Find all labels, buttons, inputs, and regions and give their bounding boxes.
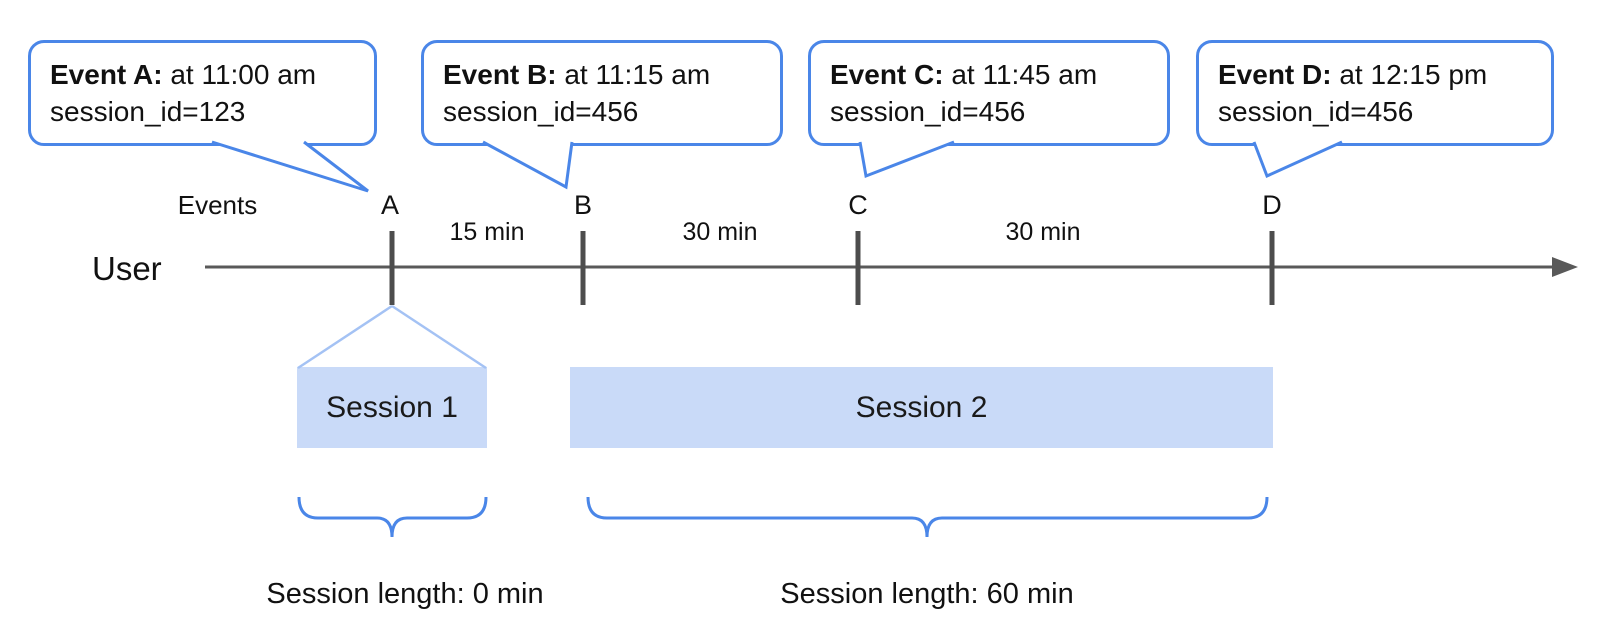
- session-2-length-label: Session length: 60 min: [780, 578, 1074, 610]
- session-1-label: Session 1: [326, 390, 458, 424]
- callout-tail-b: [482, 140, 574, 190]
- brace-session-2: [586, 496, 1269, 538]
- session-1-bar: Session 1: [297, 367, 487, 448]
- interval-b-c: 30 min: [682, 218, 758, 246]
- callout-event-b-session: session_id=456: [443, 96, 639, 127]
- callout-event-d-title: Event D:: [1218, 59, 1332, 90]
- interval-c-d: 30 min: [1005, 218, 1081, 246]
- callout-tail-d: [1252, 140, 1343, 179]
- callout-event-b: Event B: at 11:15 am session_id=456: [421, 40, 783, 146]
- event-mark-d: D: [1262, 190, 1282, 220]
- session-2-label: Session 2: [855, 390, 988, 424]
- callout-event-c-session: session_id=456: [830, 96, 1026, 127]
- callout-event-b-line1: Event B: at 11:15 am: [443, 56, 761, 93]
- callout-event-a-line1: Event A: at 11:00 am: [50, 56, 355, 93]
- callout-event-d-session: session_id=456: [1218, 96, 1414, 127]
- callout-event-a-session: session_id=123: [50, 96, 246, 127]
- event-mark-c: C: [848, 190, 868, 220]
- event-mark-b: B: [573, 190, 592, 220]
- callout-event-d-time: at 12:15 pm: [1339, 59, 1488, 90]
- callout-event-a-title: Event A:: [50, 59, 163, 90]
- session-2-bar: Session 2: [570, 367, 1273, 448]
- callout-event-b-title: Event B:: [443, 59, 557, 90]
- interval-a-b: 15 min: [449, 218, 525, 246]
- events-row-label: Events: [177, 190, 258, 220]
- callout-event-c-title: Event C:: [830, 59, 944, 90]
- callout-event-d: Event D: at 12:15 pm session_id=456: [1196, 40, 1554, 146]
- funnel-line-right: [391, 304, 487, 370]
- callout-event-d-line1: Event D: at 12:15 pm: [1218, 56, 1532, 93]
- callout-event-b-time: at 11:15 am: [564, 59, 711, 90]
- callout-event-c-line1: Event C: at 11:45 am: [830, 56, 1148, 93]
- user-row-label: User: [92, 250, 162, 287]
- funnel-line-left: [297, 304, 393, 370]
- callout-event-a-time: at 11:00 am: [170, 59, 317, 90]
- callout-event-c-time: at 11:45 am: [951, 59, 1098, 90]
- timeline-arrowhead-icon: [1552, 257, 1578, 277]
- callout-tail-c: [858, 140, 955, 179]
- session-1-length-label: Session length: 0 min: [266, 578, 544, 610]
- callout-tail-a: [211, 140, 369, 193]
- callout-event-a: Event A: at 11:00 am session_id=123: [28, 40, 377, 146]
- callout-event-c: Event C: at 11:45 am session_id=456: [808, 40, 1170, 146]
- event-mark-a: A: [380, 190, 399, 220]
- brace-session-1: [297, 496, 488, 538]
